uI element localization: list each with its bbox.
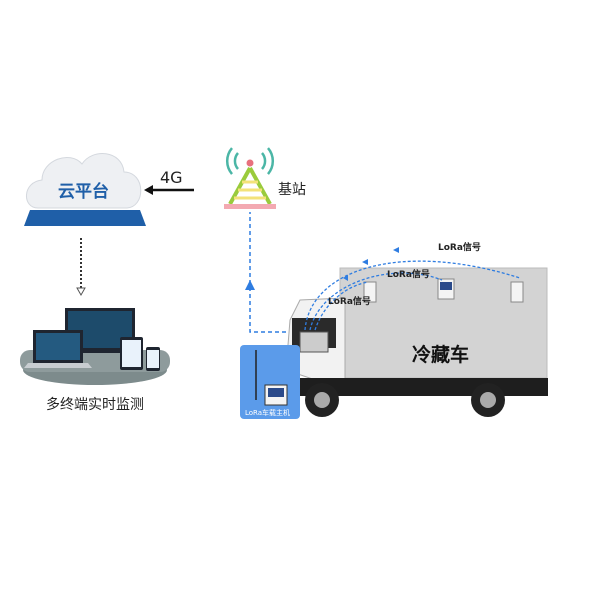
downlink-arrow-icon — [76, 238, 86, 297]
terminals-illustration — [20, 308, 170, 385]
4g-label: 4G — [160, 168, 183, 187]
truck-label: 冷藏车 — [412, 344, 470, 366]
lora-signal-label: LoRa信号 — [438, 243, 481, 253]
lora-signal-arcs — [304, 260, 521, 331]
base-station-tower-icon — [224, 147, 276, 209]
lora-host-device-icon — [240, 345, 300, 419]
lora-signal-label: LoRa信号 — [328, 297, 371, 307]
terminals-label: 多终端实时监测 — [46, 397, 144, 413]
base-station-label: 基站 — [278, 182, 306, 198]
cloud-platform-icon — [24, 153, 146, 226]
cloud-platform-label: 云平台 — [58, 182, 109, 202]
refrigerated-truck-illustration — [285, 267, 548, 417]
uplink-dashed-line — [245, 212, 300, 333]
host-label: LoRa车载主机 — [245, 409, 291, 417]
4g-arrow-icon — [144, 185, 194, 195]
lora-signal-label: LoRa信号 — [387, 270, 430, 280]
